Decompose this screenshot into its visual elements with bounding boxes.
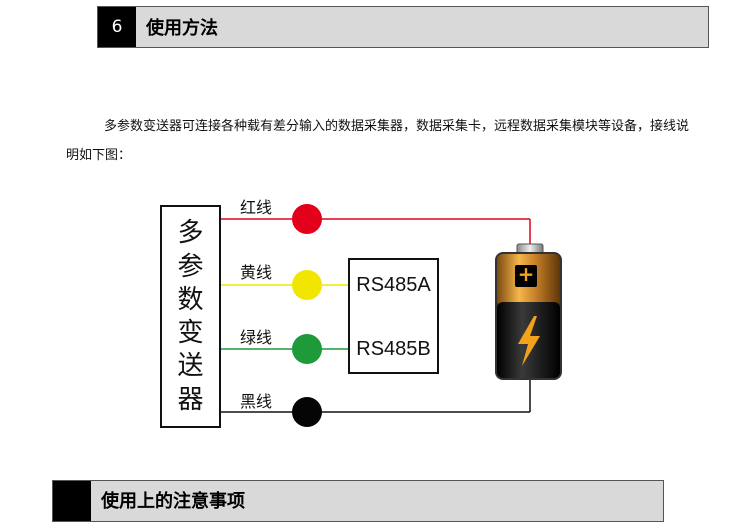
- black-wire-label: 黑线: [240, 392, 273, 411]
- next-section-number: [53, 481, 91, 521]
- red-terminal: [292, 204, 322, 234]
- black-terminal: [292, 397, 322, 427]
- rs485-box: RS485A RS485B: [348, 258, 439, 374]
- battery-plus-label: +: [517, 262, 535, 286]
- transmitter-box: 多 参 数 变 送 器: [160, 205, 221, 428]
- section-header: 6 使用方法: [97, 6, 709, 48]
- rs485b-label: RS485B: [356, 338, 431, 360]
- device-char: 参: [177, 251, 204, 282]
- rs485a-label: RS485A: [356, 274, 431, 296]
- intro-paragraph: 多参数变送器可连接各种载有差分输入的数据采集器，数据采集卡，远程数据采集模块等设…: [66, 119, 690, 163]
- device-char: 器: [177, 384, 204, 415]
- section-number: 6: [98, 7, 136, 47]
- device-char: 变: [177, 318, 204, 349]
- device-char: 数: [177, 284, 204, 315]
- green-terminal: [292, 334, 322, 364]
- green-wire-label: 绿线: [240, 328, 273, 347]
- yellow-terminal: [292, 270, 322, 300]
- yellow-wire-label: 黄线: [240, 263, 273, 282]
- wiring-diagram: [221, 204, 562, 427]
- red-wire-label: 红线: [240, 198, 273, 217]
- next-section-header: 使用上的注意事项: [52, 480, 664, 522]
- lightning-bolt-icon: [518, 316, 540, 366]
- next-section-title: 使用上的注意事项: [101, 491, 245, 512]
- section-title: 使用方法: [146, 18, 218, 39]
- device-char: 多: [177, 218, 204, 249]
- battery-icon: [495, 243, 562, 380]
- device-char: 送: [177, 351, 204, 382]
